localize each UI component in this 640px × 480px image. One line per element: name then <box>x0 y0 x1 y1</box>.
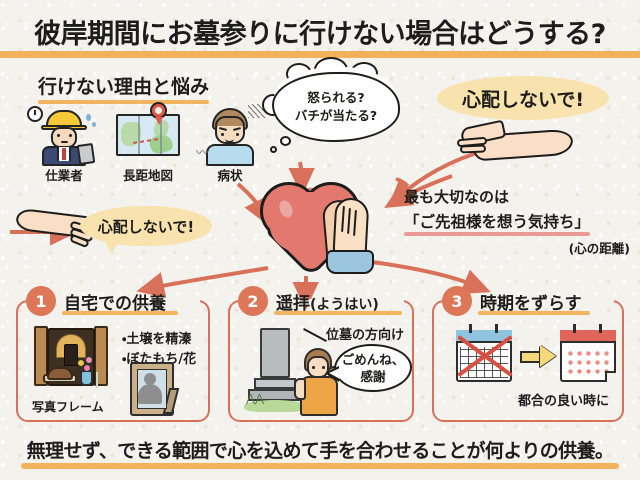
heart-and-hands-graphic <box>258 178 384 278</box>
footer-text: 無理せず、できる範囲で心を込めて手を合わせることが何よりの供養。 <box>20 436 620 469</box>
folded-map-icon <box>110 102 186 164</box>
card1-bullet-1: ・土壌を精溱 <box>122 332 192 347</box>
footer-container: 無理せず、できる範囲で心を込めて手を合わせることが何よりの供養。 <box>0 436 640 469</box>
main-message-line-3: (心の距離) <box>568 241 630 256</box>
buddhist-altar-icon <box>34 326 108 392</box>
photo-frame-icon <box>130 362 180 416</box>
card2-speech-line-1: ごめんね、 <box>341 351 405 367</box>
card2-title: 遥拝(ようはい) <box>276 289 379 314</box>
card-notch <box>240 299 404 305</box>
footer-underline <box>20 463 620 469</box>
card-number-2: 2 <box>238 286 268 316</box>
card3-caption: 都合の良い時に <box>518 394 610 409</box>
card2-speech-bubble: ごめんね、 感謝 <box>325 344 412 392</box>
card1-title: 自宅での供養 <box>64 294 166 314</box>
thought-bubble: 怒られる? バチが当たる? <box>262 57 400 153</box>
page-title: 彼岸期間にお墓参りに行けない場合はどうする? <box>34 19 606 50</box>
card-home-memorial: 1 自宅での供養 ・土壌を精溱 ・ぼたもち/花 写真フレーム <box>16 286 210 422</box>
main-message-line-1: 最も大切なのは <box>404 188 510 206</box>
open-palm-hand-icon <box>455 118 585 166</box>
card2-title-reading: (ようはい) <box>310 297 379 313</box>
card2-pointer-label: 位墓の方向け <box>326 328 405 343</box>
card-notch <box>444 299 614 305</box>
sick-person-icon: 〰 <box>192 102 268 166</box>
card3-title: 時期をずらす <box>480 294 582 314</box>
page-title-container: 彼岸期間にお墓参りに行けない場合はどうする? <box>0 12 640 58</box>
card-number-1: 1 <box>26 286 56 316</box>
main-message-underline <box>404 232 591 236</box>
reason-item-sick: 〰 病状 <box>192 102 268 184</box>
reasons-heading-underline <box>38 100 210 104</box>
pointer-line <box>303 328 327 342</box>
yellow-arrow-icon <box>520 345 556 368</box>
reasons-heading-container: 行けない理由と悩み <box>38 72 210 104</box>
reason-item-map: 長距地図 <box>110 102 186 184</box>
card-shift-timing: 3 時期をずらす 都合の良い時に <box>432 286 624 422</box>
calendar-icon <box>560 324 616 382</box>
card2-title-underline <box>274 311 402 315</box>
reason-label-map: 長距地図 <box>122 168 173 183</box>
crossed-out-calendar-icon <box>456 324 513 382</box>
card1-caption: 写真フレーム <box>32 400 104 414</box>
card3-title-underline <box>478 311 590 315</box>
reassurance-badge-right: 心配しないで! <box>437 76 609 120</box>
badge-oval <box>437 76 609 120</box>
reasons-heading: 行けない理由と悩み <box>38 72 210 104</box>
reason-label-worker: 仕業者 <box>45 168 83 183</box>
reassurance-text-right: 心配しないで! <box>461 88 585 111</box>
main-message-line-2: 「ご先祖様を想う気持ち」 <box>404 210 591 236</box>
card-notch <box>28 299 200 305</box>
reason-label-sick: 病状 <box>217 168 243 183</box>
card1-title-underline <box>62 311 178 315</box>
main-message: 最も大切なのは 「ご先祖様を想う気持ち」 (心の距離) <box>404 186 636 257</box>
reason-item-worker: 仕業者 <box>26 102 102 184</box>
card-remote-worship: 2 遥拝(ようはい) ⋀⋀ 位墓の方向け ごめんね、 感謝 <box>228 286 414 422</box>
card-number-3: 3 <box>442 286 472 316</box>
thought-line-2: バチが当たる? <box>294 108 378 123</box>
thought-line-1: 怒られる? <box>307 89 365 105</box>
praying-hands-icon <box>320 194 384 274</box>
reassurance-bubble-left: 心配しないで! <box>80 206 212 253</box>
card2-title-main: 遥拝 <box>276 294 310 314</box>
construction-worker-icon <box>26 102 102 166</box>
card2-speech-line-2: 感謝 <box>360 369 386 384</box>
bubble-oval <box>80 206 212 246</box>
reassurance-text-left: 心配しないで! <box>97 217 195 236</box>
title-underline <box>0 51 640 58</box>
